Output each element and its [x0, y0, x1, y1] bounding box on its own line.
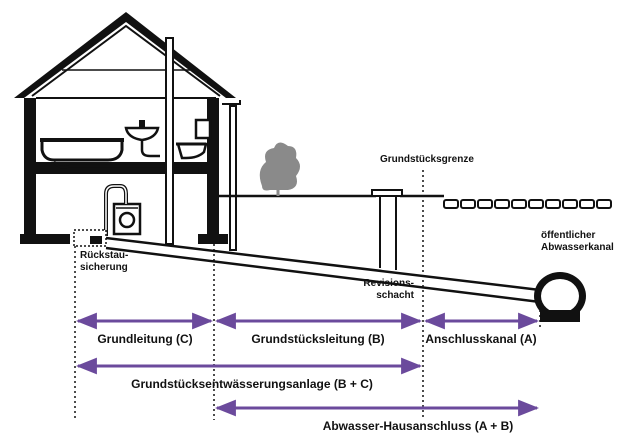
span-label-grundleitung: Grundleitung (C)	[97, 332, 192, 346]
backflow-label-line1: Rückstau-	[80, 250, 128, 261]
span-label-grundstuecksleitung: Grundstücksleitung (B)	[251, 332, 384, 346]
paving-segment	[494, 199, 510, 209]
span-label-entwaesserungsanlage: Grundstücksentwässerungsanlage (B + C)	[131, 377, 373, 391]
bush-icon	[259, 142, 300, 196]
upper-floor-slab	[24, 162, 219, 174]
span-label-anschlusskanal: Anschlusskanal (A)	[425, 332, 536, 346]
paving-segment	[511, 199, 527, 209]
public-sewer-icon	[534, 272, 586, 322]
manhole-label-line2: schacht	[376, 290, 414, 301]
soil-stack-pipe	[165, 37, 174, 245]
paving-segment	[562, 199, 578, 209]
toilet-icon	[176, 118, 212, 160]
paving-segment	[443, 199, 459, 209]
paving-segment	[528, 199, 544, 209]
paving-segment	[545, 199, 561, 209]
inspection-chamber	[371, 189, 403, 270]
reference-lines	[74, 170, 541, 420]
paving-segment	[596, 199, 612, 209]
upper-floor-drain-pipe	[140, 164, 202, 174]
sewer-label-line1: öffentlicher	[541, 230, 596, 241]
basement-floor-right	[198, 234, 228, 244]
paving-segment	[579, 199, 595, 209]
street-paving	[443, 199, 612, 209]
backflow-valve	[73, 229, 107, 247]
washing-machine-icon	[112, 202, 142, 236]
span-arrows	[75, 312, 540, 417]
basement-floor	[20, 234, 70, 244]
span-label-hausanschluss: Abwasser-Hausanschluss (A + B)	[323, 419, 514, 433]
manhole-label-line1: Revisions-	[363, 278, 414, 289]
main-sewer-pipe	[105, 236, 541, 304]
sewer-label-line2: Abwasserkanal	[541, 242, 614, 253]
basement-drain-pipe-inner	[105, 185, 127, 236]
rain-downpipe	[222, 100, 241, 251]
paving-segment	[460, 199, 476, 209]
roof-inner-line	[31, 24, 221, 97]
property-boundary-label: Grundstücksgrenze	[380, 154, 474, 165]
sink-icon	[124, 120, 160, 158]
paving-segment	[477, 199, 493, 209]
bathtub-icon	[40, 138, 140, 169]
backflow-label-line2: sicherung	[80, 262, 128, 273]
